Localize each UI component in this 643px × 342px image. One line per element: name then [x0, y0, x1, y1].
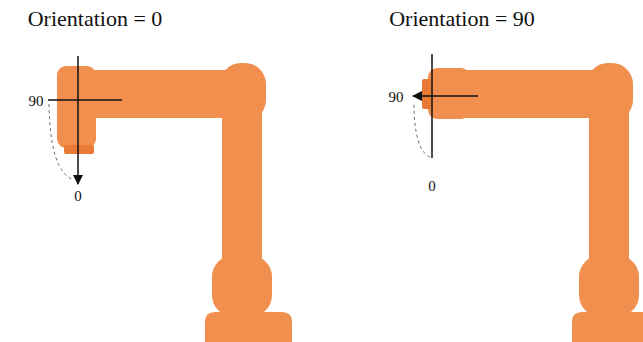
orientation-axes-right — [413, 54, 478, 158]
robot-arm-left — [57, 63, 292, 342]
orientation-axes-left — [48, 56, 122, 184]
orientation-heading: Orientation = 90 — [389, 8, 535, 30]
angle-label: 0 — [74, 189, 82, 204]
orientation-heading: Orientation = 0 — [28, 8, 163, 30]
robot-arm-right — [422, 63, 643, 342]
angle-label: 90 — [389, 90, 404, 105]
angle-label: 0 — [428, 179, 436, 194]
angle-label: 90 — [29, 94, 44, 109]
